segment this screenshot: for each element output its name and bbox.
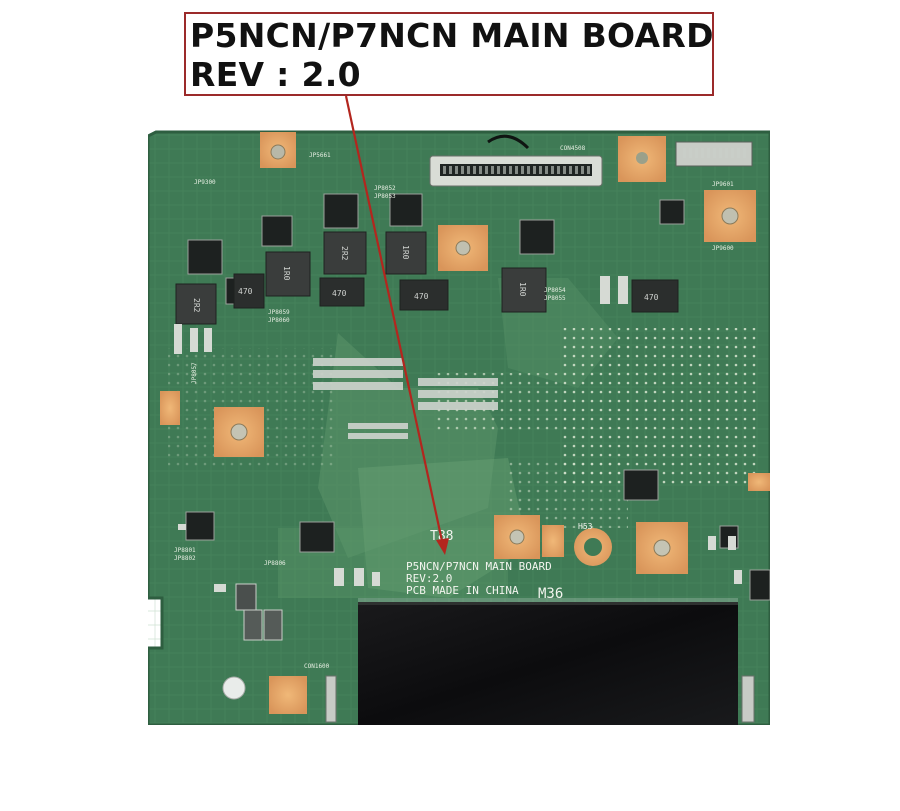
label-jp8060: JP8060 xyxy=(268,317,290,324)
silk-made-in: PCB MADE IN CHINA xyxy=(406,584,519,597)
silkscreen-board-name: P5NCN/P7NCN MAIN BOARD REV:2.0 PCB MADE … xyxy=(406,560,552,597)
label-jp8054: JP8054 xyxy=(544,287,566,294)
callout-revision: REV : 2.0 xyxy=(190,55,361,94)
inductor-label: 470 xyxy=(238,287,253,296)
label-jp5661: JP5661 xyxy=(309,152,331,159)
inductor-label: 1R0 xyxy=(282,266,291,281)
silk-board-name: P5NCN/P7NCN MAIN BOARD xyxy=(406,560,552,573)
label-con1600: CON1600 xyxy=(304,663,330,670)
label-jp8057: JP8057 xyxy=(191,362,198,384)
silk-revision: REV:2.0 xyxy=(406,572,452,585)
inductor-label: 470 xyxy=(644,293,659,302)
mounting-pads xyxy=(160,132,770,714)
label-con4508: CON4508 xyxy=(560,145,586,152)
inductor-label: 470 xyxy=(332,289,347,298)
label-jp8052: JP8052 xyxy=(374,185,396,192)
inductor-label: 470 xyxy=(414,292,429,301)
label-jp8801: JP8801 xyxy=(174,547,196,554)
label-jp9601: JP9601 xyxy=(712,181,734,188)
label-jp8053: JP8053 xyxy=(374,193,396,200)
silk-marker-t: T88 xyxy=(430,529,453,544)
inductor-label: 2R2 xyxy=(192,298,201,313)
inductor-label: 1R0 xyxy=(518,282,527,297)
black-component-panel xyxy=(358,602,738,725)
silk-marker-m: M36 xyxy=(538,586,563,602)
connector-con4508 xyxy=(429,134,603,187)
label-jp8055: JP8055 xyxy=(544,295,566,302)
inductor-label: 2R2 xyxy=(340,246,349,261)
inductor-label: 1R0 xyxy=(401,245,410,260)
label-jp8059: JP8059 xyxy=(268,309,290,316)
board-svg: 2R2 1R0 2R2 1R0 1R0 470 470 470 470 xyxy=(148,130,770,725)
board-photo: 2R2 1R0 2R2 1R0 1R0 470 470 470 470 xyxy=(148,128,770,725)
label-jp8802: JP8802 xyxy=(174,555,196,562)
label-jp8806: JP8806 xyxy=(264,560,286,567)
silk-marker-h: H53 xyxy=(578,522,593,531)
callout-box: P5NCN/P7NCN MAIN BOARD REV : 2.0 xyxy=(184,12,714,96)
label-jp9600: JP9600 xyxy=(712,245,734,252)
callout-title: P5NCN/P7NCN MAIN BOARD xyxy=(190,16,714,55)
label-jp9300: JP9300 xyxy=(194,179,216,186)
